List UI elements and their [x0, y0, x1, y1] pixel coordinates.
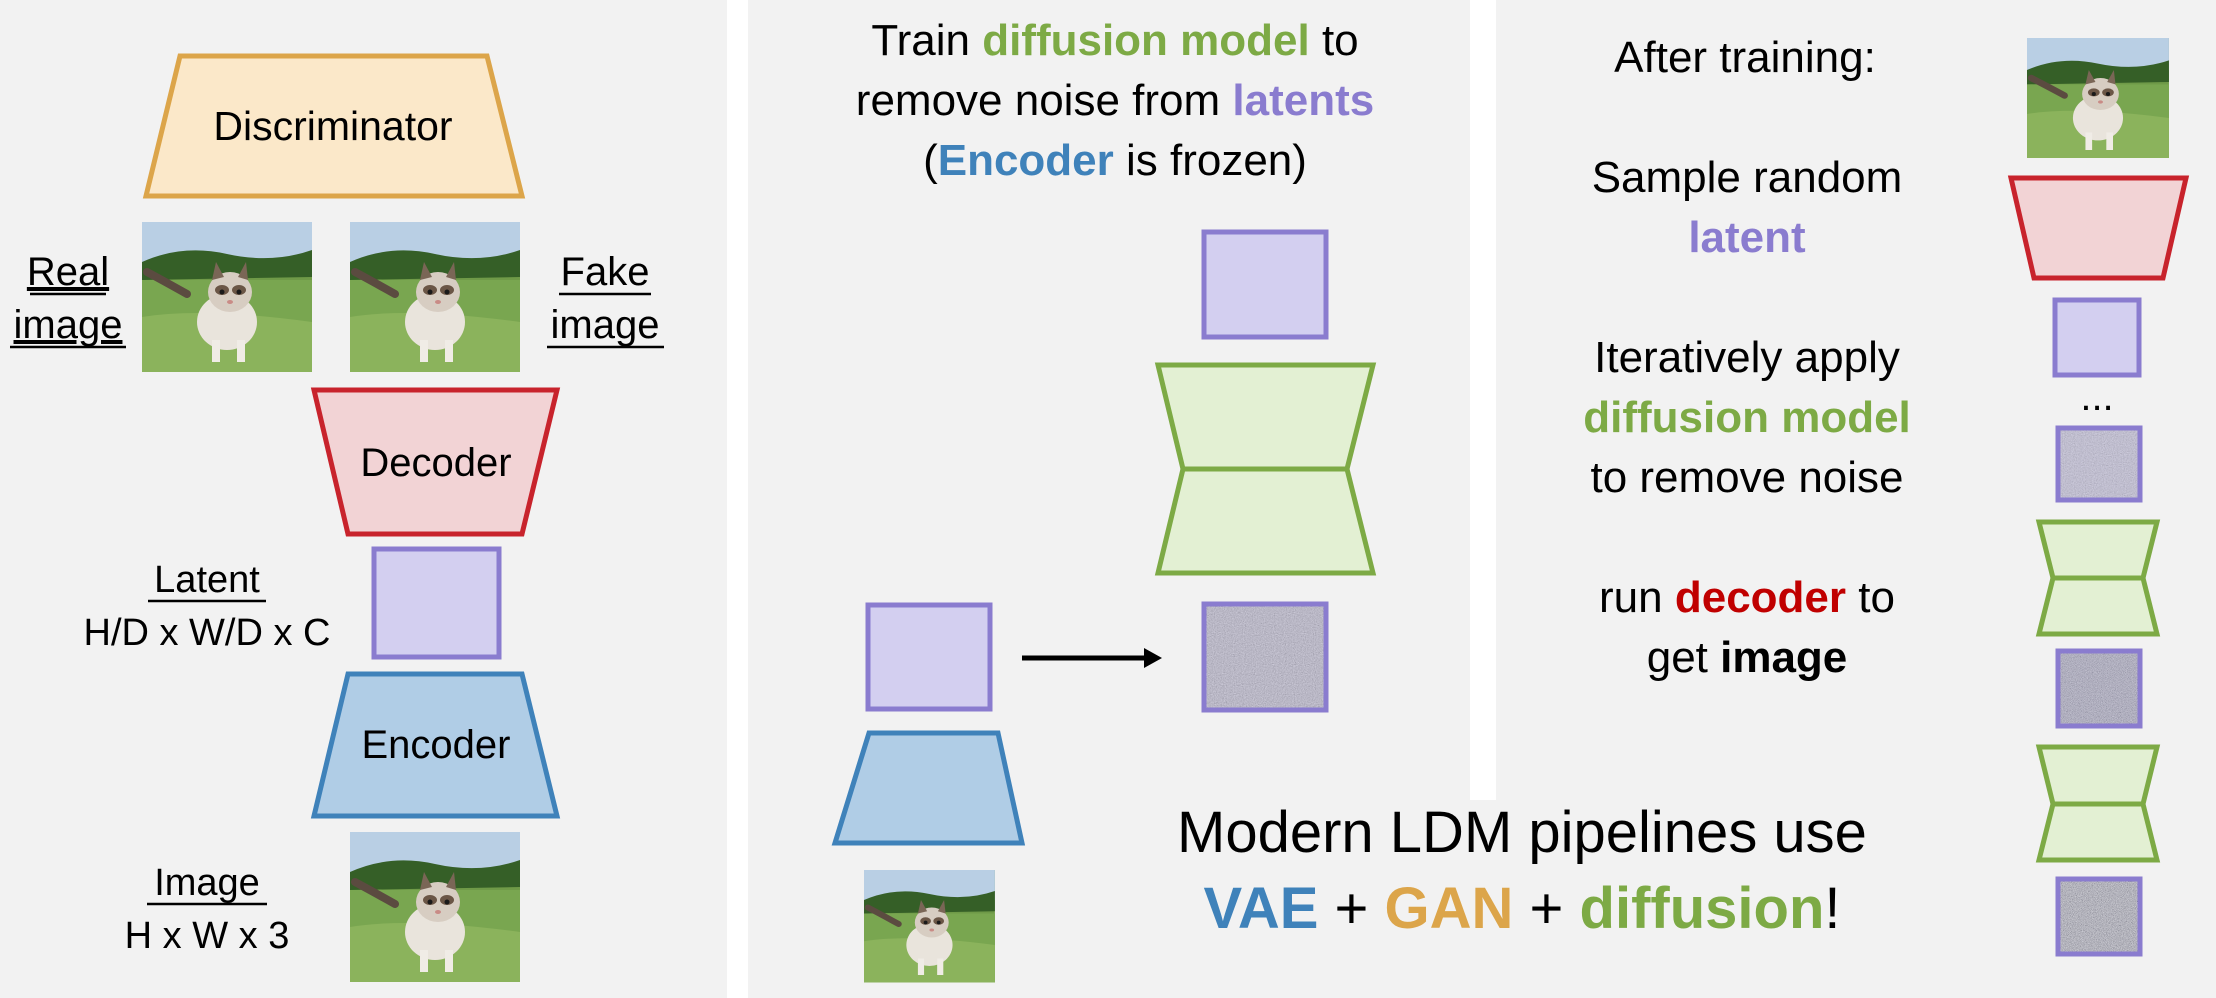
svg-text:Image: Image: [154, 862, 260, 904]
svg-text:Train diffusion model to: Train diffusion model to: [871, 16, 1358, 65]
svg-text:Sample random: Sample random: [1592, 153, 1903, 202]
decoder-block: Decoder: [310, 387, 561, 537]
latent-block: [371, 546, 502, 660]
encoder-label: Encoder: [362, 723, 511, 767]
discriminator-block: Discriminator: [142, 53, 526, 199]
diffusion-model-block: [1154, 362, 1377, 576]
svg-text:Latent: Latent: [154, 559, 260, 601]
iterate-caption: Iteratively apply diffusion model to rem…: [1583, 333, 1911, 502]
pure-noise-latent: [2055, 876, 2143, 957]
clean-latent: [865, 602, 993, 712]
middle-input-image: [864, 870, 995, 983]
output-image: [2027, 38, 2169, 158]
frozen-encoder-block: [831, 730, 1026, 846]
svg-text:to remove noise: to remove noise: [1590, 453, 1903, 502]
svg-text:Fake: Fake: [561, 250, 650, 294]
svg-text:Iteratively apply: Iteratively apply: [1594, 333, 1900, 382]
svg-text:VAE + GAN + diffusion!: VAE + GAN + diffusion!: [1203, 876, 1840, 941]
decode-caption: run decoder to get image: [1599, 573, 1895, 682]
diffusion-step-block-1: [2035, 519, 2161, 637]
svg-text:diffusion model: diffusion model: [1583, 393, 1911, 442]
sample-latent-caption: Sample random latent: [1592, 153, 1903, 262]
arrow-right-icon: [1022, 648, 1162, 668]
decoder-label: Decoder: [360, 441, 511, 485]
input-image: [350, 832, 520, 982]
middle-caption: Train diffusion model to remove noise fr…: [856, 16, 1374, 185]
after-training-label: After training:: [1614, 33, 1876, 82]
footer-caption: Modern LDM pipelines use VAE + GAN + dif…: [1177, 800, 1867, 941]
real-image: [142, 222, 312, 372]
noisy-latent: [1201, 601, 1329, 713]
fake-image-label: Fake image: [547, 250, 664, 349]
medium-noisy-latent: [2055, 648, 2143, 729]
svg-text:image: image: [14, 303, 123, 347]
latent-label: Latent H/D x W/D x C: [84, 559, 331, 654]
diffusion-step-block-2: [2035, 744, 2161, 863]
image-label: Image H x W x 3: [125, 862, 290, 957]
encoder-block: Encoder: [310, 671, 561, 819]
denoised-latent: [1201, 229, 1329, 340]
svg-text:remove noise from latents: remove noise from latents: [856, 76, 1374, 125]
svg-text:(Encoder is frozen): (Encoder is frozen): [923, 136, 1307, 185]
svg-text:H x W x 3: H x W x 3: [125, 915, 290, 957]
svg-text:get image: get image: [1647, 633, 1848, 682]
svg-text:latent: latent: [1688, 213, 1806, 262]
fake-image: [350, 222, 520, 372]
ellipsis: ...: [2080, 375, 2113, 419]
svg-text:run decoder to: run decoder to: [1599, 573, 1895, 622]
footer-backdrop: [1470, 800, 1496, 998]
light-noisy-latent: [2055, 425, 2143, 503]
final-latent: [2052, 297, 2142, 378]
svg-text:H/D x W/D x C: H/D x W/D x C: [84, 612, 331, 654]
real-image-label: Real image: [10, 250, 126, 349]
svg-text:image: image: [551, 303, 660, 347]
svg-text:Real: Real: [27, 250, 109, 294]
discriminator-label: Discriminator: [213, 103, 452, 149]
final-decoder-block: [2007, 175, 2190, 281]
svg-text:Modern LDM pipelines use: Modern LDM pipelines use: [1177, 800, 1867, 865]
